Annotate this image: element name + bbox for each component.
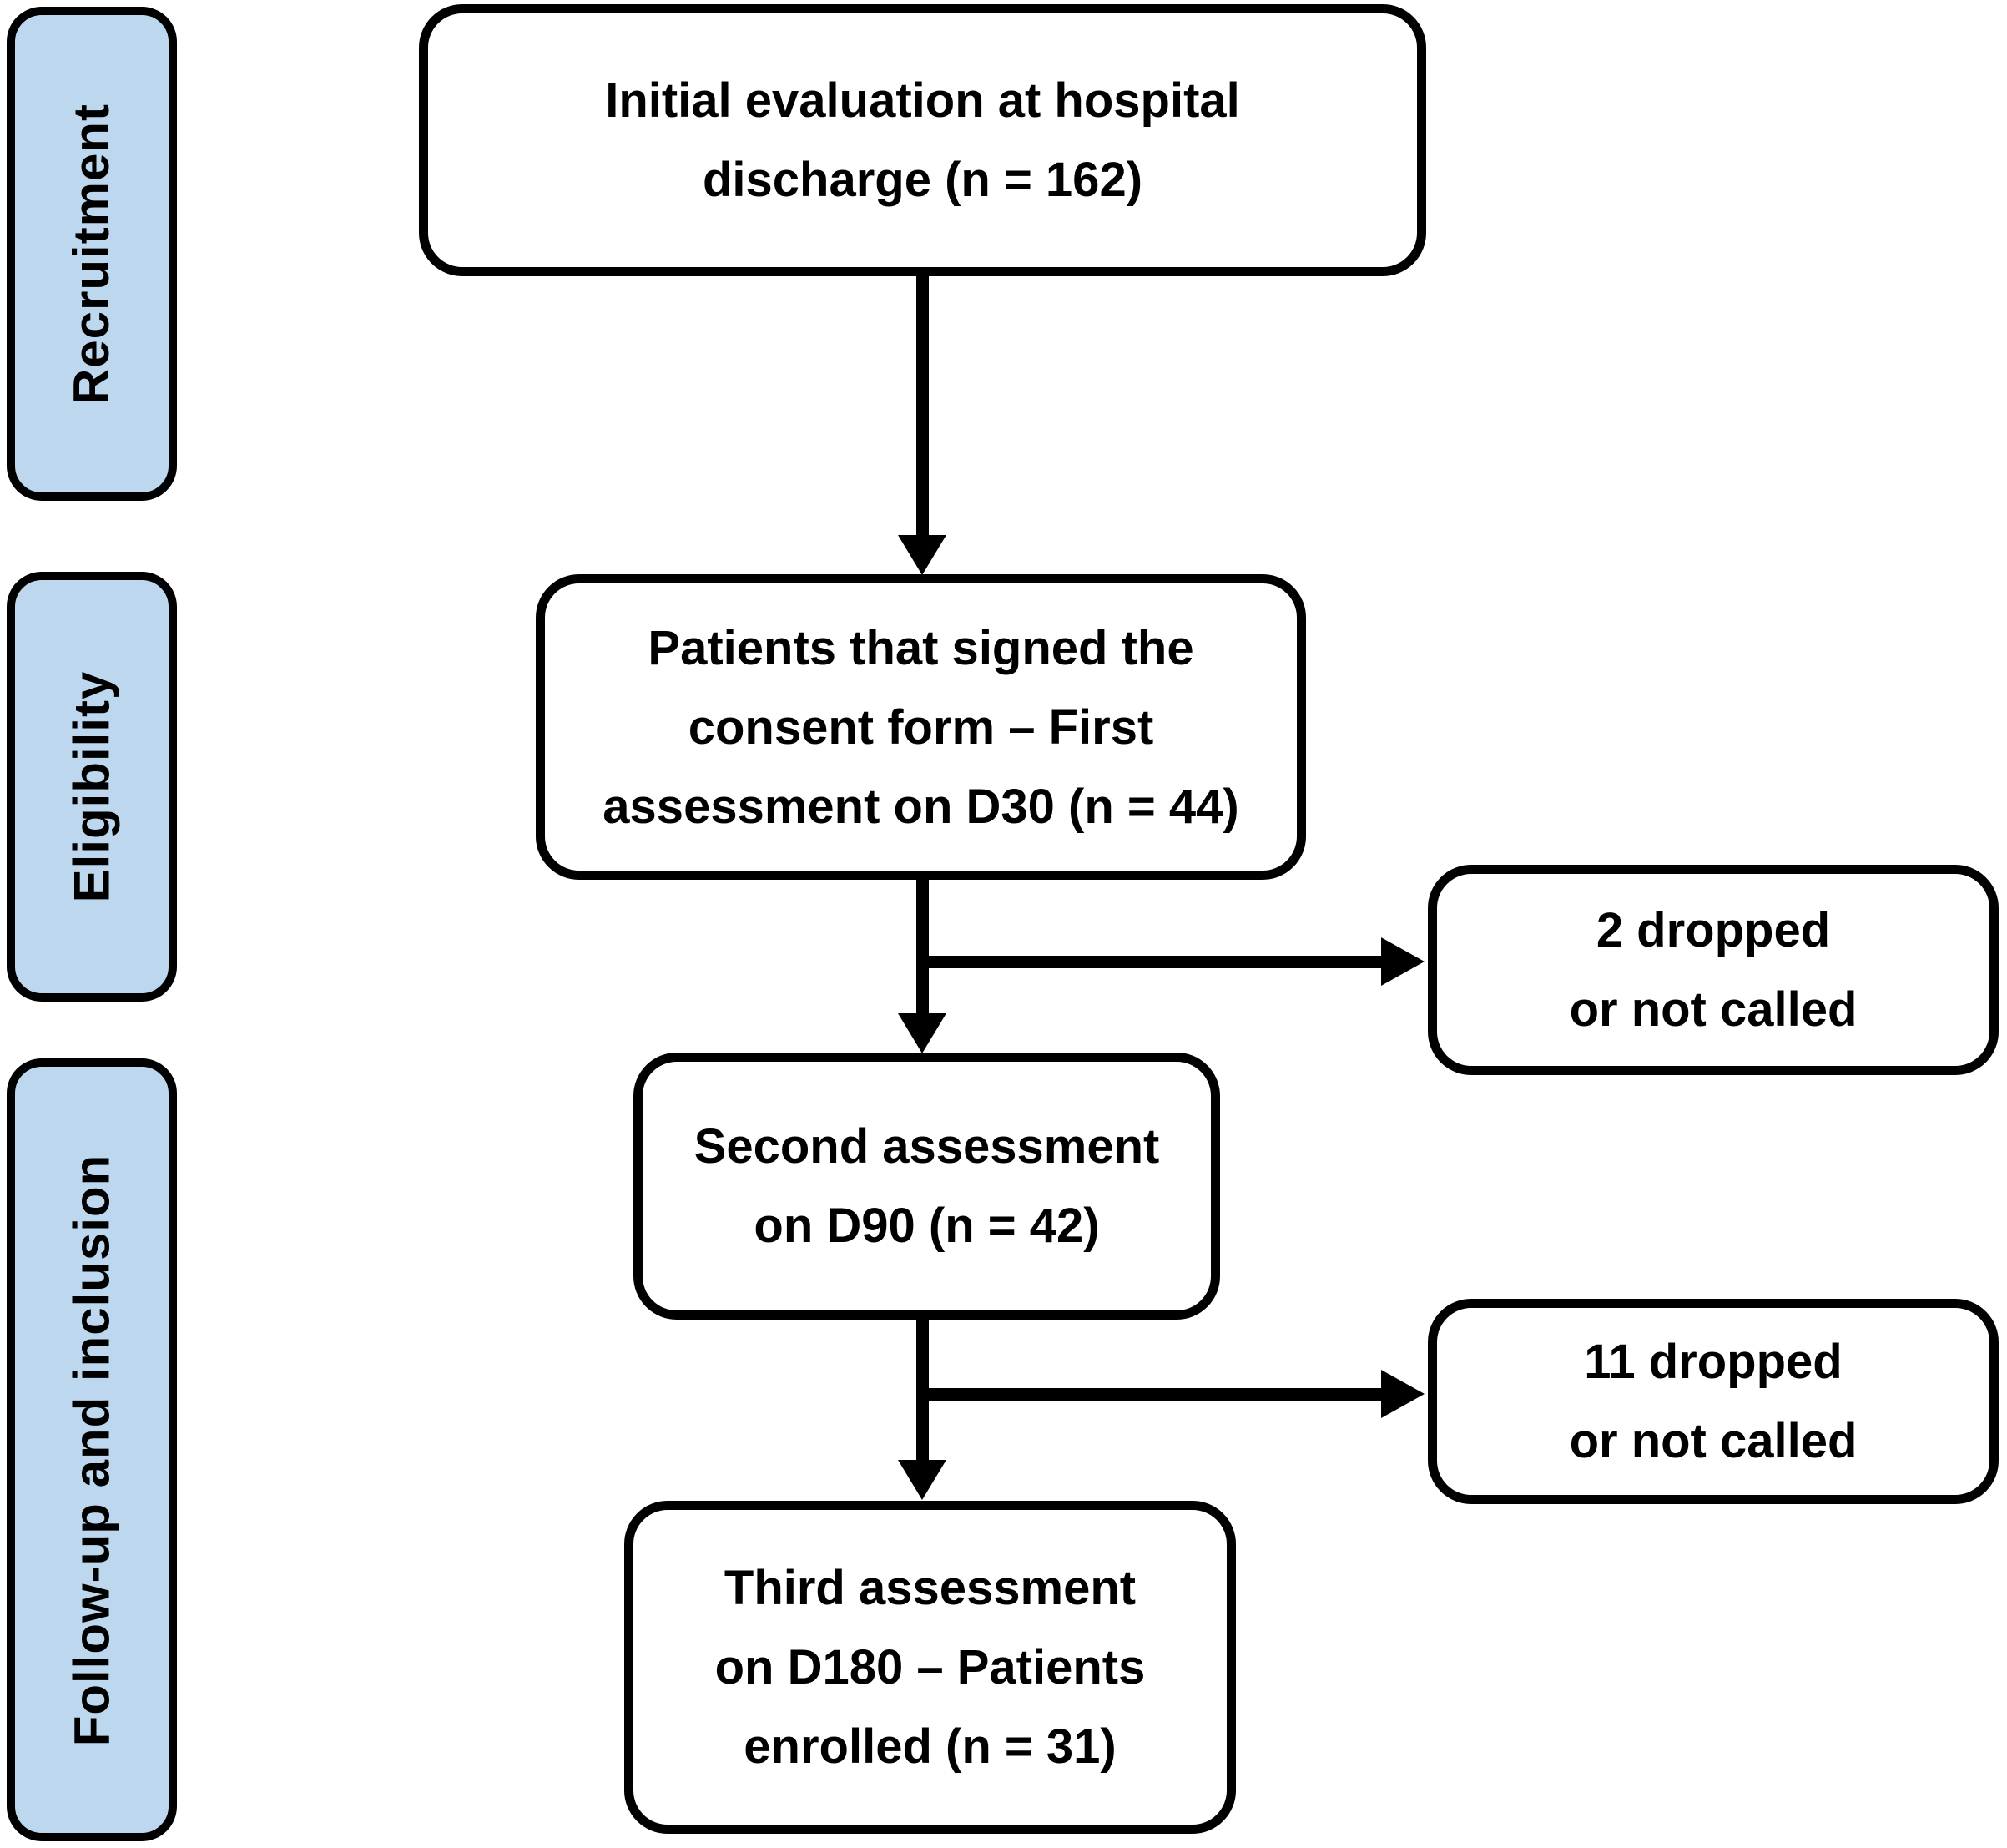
connector-initial-to-first <box>916 275 929 535</box>
node-text-line: on D90 (n = 42) <box>754 1199 1100 1253</box>
stage-followup-inclusion: Follow-up and inclusion <box>7 1058 177 1841</box>
node-initial-evaluation: Initial evaluation at hospital discharge… <box>419 4 1426 276</box>
connector-second-to-dropped11 <box>916 1388 1381 1401</box>
connector-first-to-dropped2 <box>916 956 1381 968</box>
arrowhead-down-icon <box>898 535 946 575</box>
node-first-assessment-d30-text: Patients that signed the consent form – … <box>603 608 1238 846</box>
stage-recruitment-label: Recruitment <box>63 103 120 405</box>
node-text-line: Second assessment <box>693 1119 1160 1174</box>
node-text-line: assessment on D30 (n = 44) <box>603 779 1239 834</box>
node-text-line: Initial evaluation at hospital <box>605 73 1240 128</box>
stage-recruitment: Recruitment <box>7 7 177 501</box>
node-dropped-after-d90-text: 11 dropped or not called <box>1570 1322 1858 1481</box>
node-text-line: Third assessment <box>724 1561 1137 1615</box>
arrowhead-right-icon <box>1381 1370 1425 1418</box>
stage-followup-inclusion-label: Follow-up and inclusion <box>63 1154 120 1746</box>
stage-eligibility: Eligibility <box>7 572 177 1002</box>
connector-first-to-second <box>916 875 929 1013</box>
node-text-line: consent form – First <box>688 699 1154 755</box>
node-dropped-after-d30-text: 2 dropped or not called <box>1570 891 1858 1049</box>
node-text-line: 11 dropped <box>1584 1335 1843 1389</box>
node-third-assessment-d180: Third assessment on D180 – Patients enro… <box>624 1501 1236 1834</box>
node-text-line: or not called <box>1569 1414 1858 1468</box>
node-first-assessment-d30: Patients that signed the consent form – … <box>536 574 1306 880</box>
node-second-assessment-d90-text: Second assessment on D90 (n = 42) <box>694 1107 1160 1265</box>
arrowhead-right-icon <box>1381 937 1425 986</box>
arrowhead-down-icon <box>898 1013 946 1053</box>
node-dropped-after-d30: 2 dropped or not called <box>1428 865 1999 1075</box>
stage-eligibility-label: Eligibility <box>63 670 120 903</box>
node-initial-evaluation-text: Initial evaluation at hospital discharge… <box>605 61 1240 220</box>
node-text-line: on D180 – Patients <box>714 1640 1146 1694</box>
node-dropped-after-d90: 11 dropped or not called <box>1428 1299 1999 1504</box>
node-text-line: 2 dropped <box>1596 903 1831 957</box>
node-text-line: enrolled (n = 31) <box>744 1719 1117 1774</box>
node-second-assessment-d90: Second assessment on D90 (n = 42) <box>633 1053 1220 1320</box>
node-text-line: Patients that signed the <box>648 620 1194 675</box>
node-text-line: discharge (n = 162) <box>702 153 1143 207</box>
connector-second-to-third <box>916 1315 929 1460</box>
node-third-assessment-d180-text: Third assessment on D180 – Patients enro… <box>715 1548 1146 1786</box>
node-text-line: or not called <box>1569 982 1858 1037</box>
arrowhead-down-icon <box>898 1460 946 1500</box>
